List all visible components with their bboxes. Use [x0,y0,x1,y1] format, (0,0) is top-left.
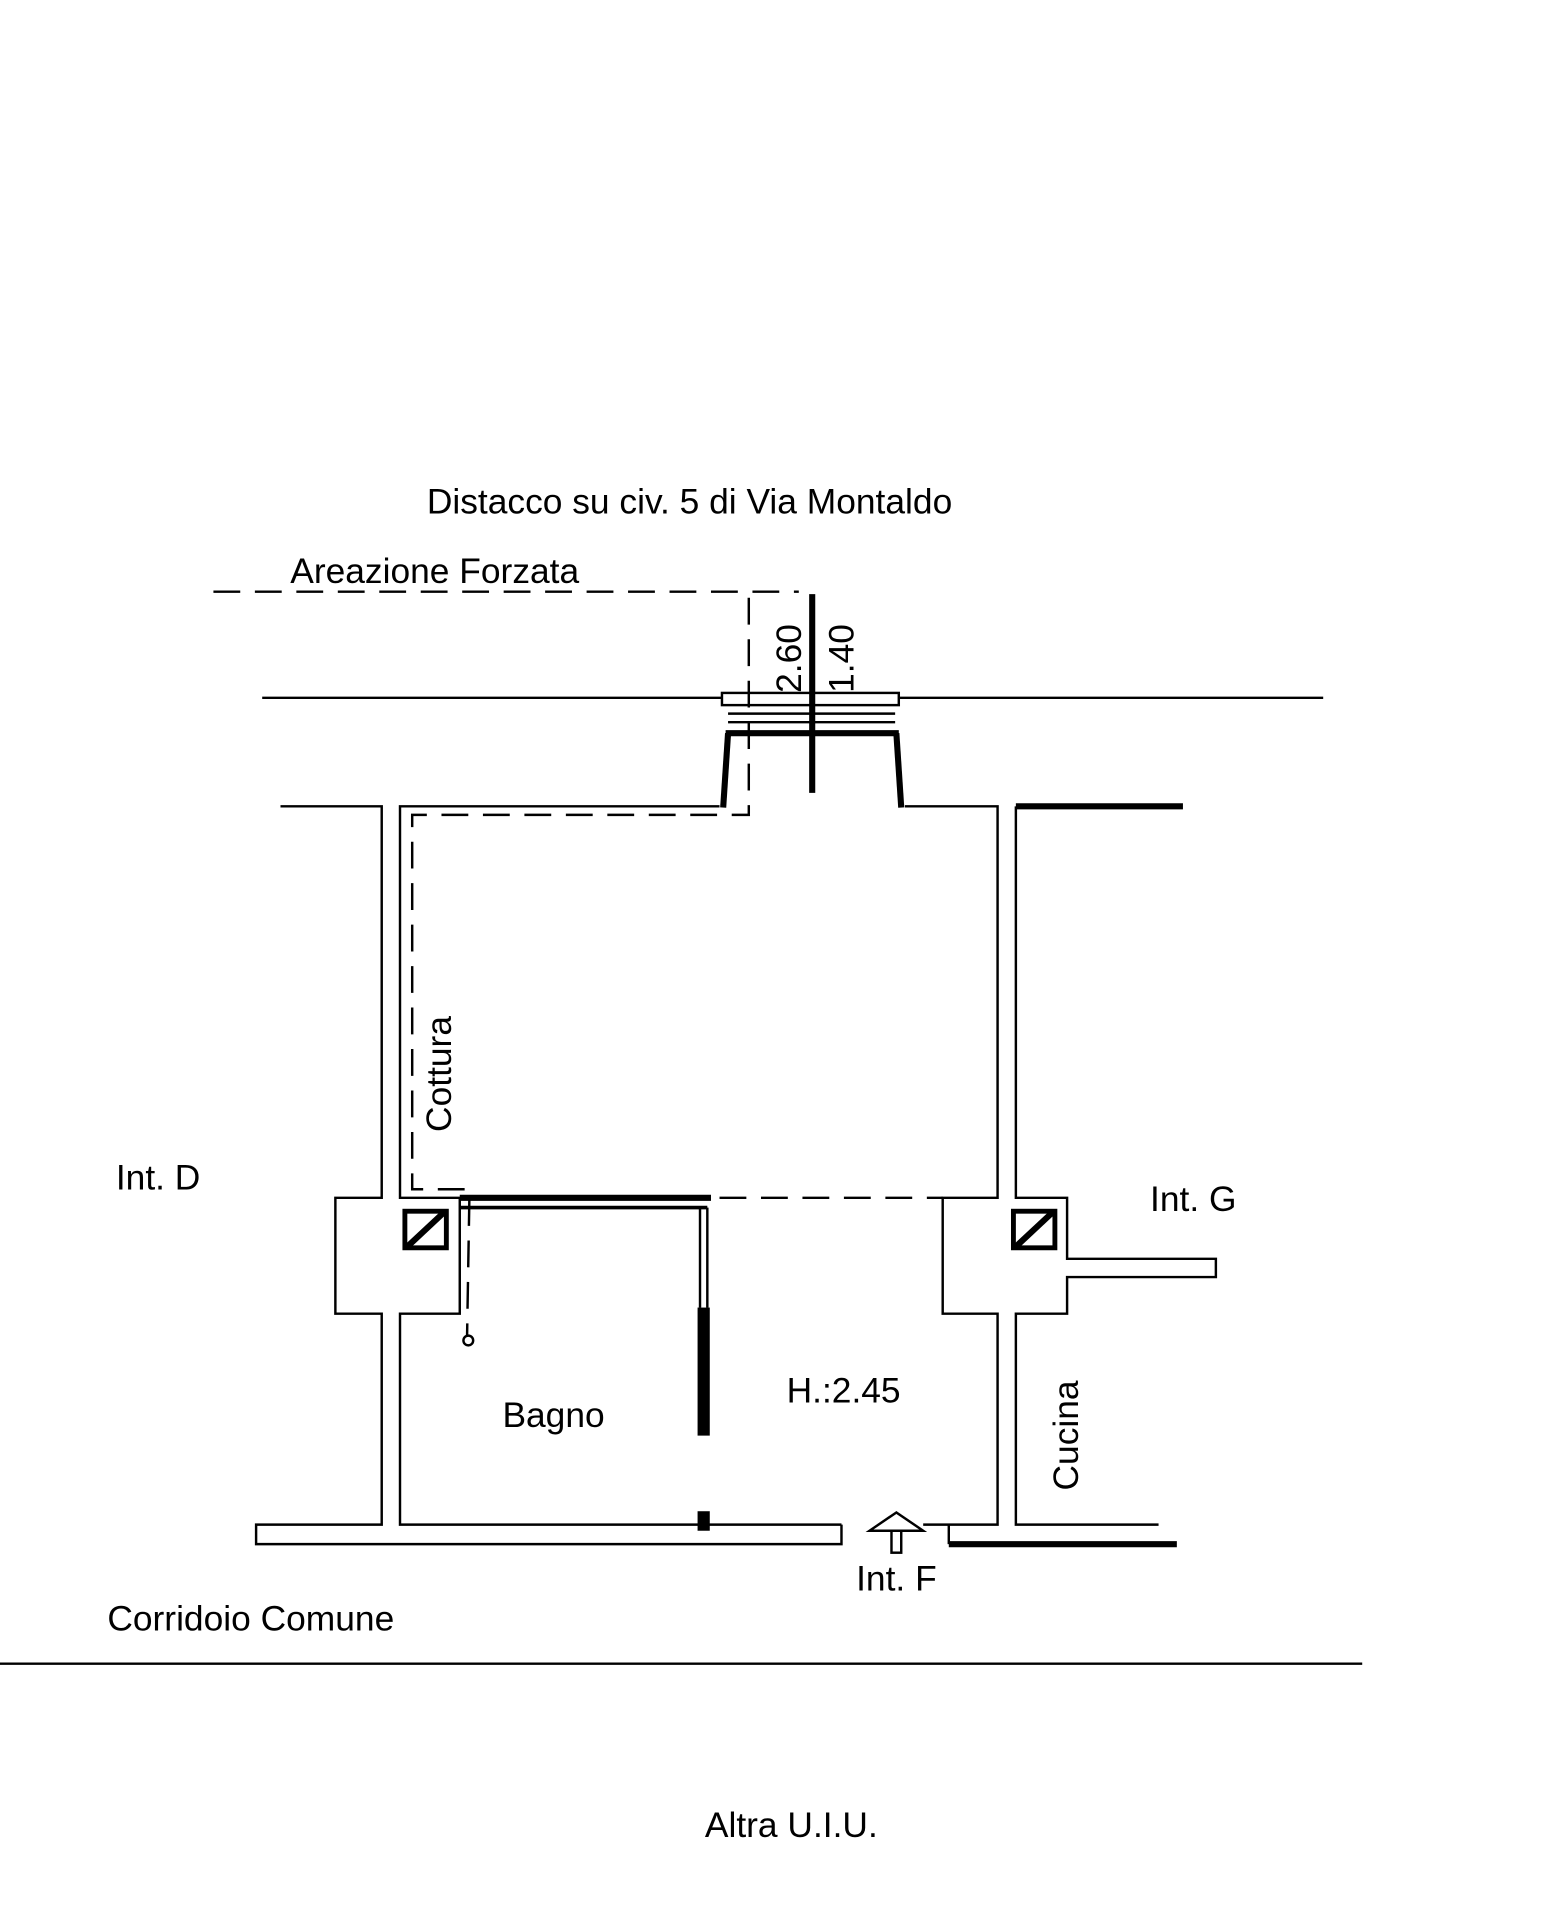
ventilation-label: Areazione Forzata [290,552,579,591]
label-corridor: Corridoio Comune [107,1600,394,1639]
walls [254,803,1218,1548]
window-opening [720,691,905,808]
ventilation-duct [213,590,799,1347]
label-int-d: Int. D [116,1158,200,1197]
dimension-2-60: 2.60 [770,624,809,693]
shaft-icon [1010,1208,1058,1251]
plan-title: Distacco su civ. 5 di Via Montaldo [427,483,952,522]
label-height: H.:2.45 [787,1372,901,1411]
dimension-1-40: 1.40 [823,624,862,693]
label-other-unit: Altra U.I.U. [705,1806,878,1845]
label-int-g: Int. G [1150,1180,1236,1219]
shaft-icon [402,1208,449,1251]
label-bagno: Bagno [502,1396,604,1435]
label-cucina: Cucina [1047,1380,1086,1490]
label-int-f: Int. F [856,1559,937,1598]
label-cottura: Cottura [420,1016,459,1132]
entrance-arrow-icon [865,1510,928,1554]
partition-wall [459,1194,943,1531]
